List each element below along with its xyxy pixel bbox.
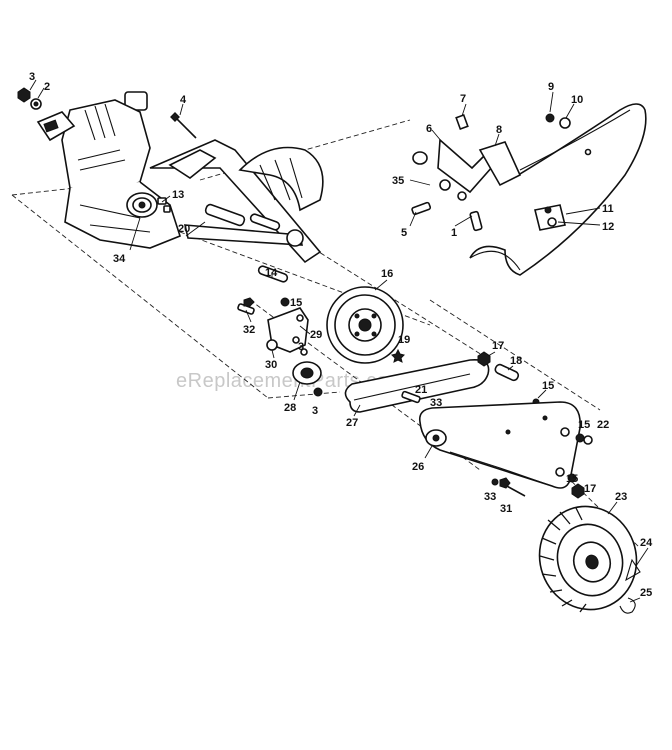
nut-17a: [477, 351, 491, 367]
bolt-1: [469, 210, 483, 232]
leader-lines: [29, 79, 649, 603]
handle-assembly: [469, 103, 647, 276]
callouts: 3 2 4 13 34 20 14 15 32 29 3 30 28 3 16 …: [29, 71, 653, 599]
callout-26: 26: [412, 461, 424, 473]
callout-24: 24: [640, 537, 653, 549]
callout-32: 32: [243, 324, 255, 336]
callout-15c: 15: [578, 419, 590, 431]
pin-5: [411, 201, 432, 216]
bolt-31: [499, 477, 526, 497]
nut-15a: [280, 297, 290, 307]
callout-13: 13: [172, 189, 184, 201]
nut-15c: [575, 433, 585, 443]
callout-12: 12: [602, 221, 614, 233]
screw-21: [401, 390, 421, 404]
bracket-6-8: [412, 113, 522, 201]
callout-11: 11: [602, 203, 614, 215]
nut-33b: [491, 478, 499, 486]
idler-pulley-28: [292, 361, 322, 385]
nut-19: [391, 348, 405, 363]
callout-5: 5: [401, 227, 407, 239]
callout-15: 15: [290, 297, 302, 309]
callout-35: 35: [392, 175, 404, 187]
callout-31: 31: [500, 503, 512, 515]
callout-16: 16: [381, 268, 393, 280]
callout-6: 6: [426, 123, 432, 135]
nut-17b: [571, 483, 585, 499]
callout-28: 28: [284, 402, 296, 414]
callout-21: 21: [415, 384, 427, 396]
callout-15b: 15: [542, 380, 554, 392]
shaft-18: [494, 363, 520, 382]
washer-3b: [300, 348, 308, 356]
callout-25: 25: [640, 587, 652, 599]
idler-bracket: [266, 307, 309, 353]
bracket-plate-26: [418, 401, 581, 489]
nut-and-washer-top-left: [17, 87, 42, 110]
callout-14: 14: [265, 267, 278, 279]
bolt-4: [170, 112, 197, 139]
callout-10: 10: [571, 94, 583, 106]
callout-33b: 33: [484, 491, 496, 503]
engine-assembly: [36, 91, 324, 264]
callout-15d: 15: [566, 473, 578, 485]
callout-20: 20: [178, 223, 190, 235]
callout-30: 30: [265, 359, 277, 371]
nut-3c: [313, 387, 323, 397]
callout-3c: 3: [312, 405, 318, 417]
callout-3b: 3: [298, 341, 304, 353]
callout-3: 3: [29, 71, 35, 83]
nut-15d: [567, 473, 577, 483]
callout-33: 33: [430, 397, 442, 409]
callout-29: 29: [310, 329, 322, 341]
callout-34: 34: [113, 253, 126, 265]
belt-27: [344, 358, 490, 413]
callout-8: 8: [496, 124, 502, 136]
callout-22: 22: [597, 419, 609, 431]
callout-23: 23: [615, 491, 627, 503]
callout-1: 1: [451, 227, 457, 239]
clip-25: [619, 597, 636, 614]
callout-2: 2: [44, 81, 50, 93]
callout-17: 17: [492, 340, 504, 352]
wheel-23: [538, 505, 638, 613]
callout-17b: 17: [584, 483, 596, 495]
callout-4: 4: [180, 94, 187, 106]
callout-18: 18: [510, 355, 522, 367]
callout-27: 27: [346, 417, 358, 429]
bolt-32: [237, 297, 255, 315]
washer-22: [583, 435, 593, 445]
callout-7: 7: [460, 93, 466, 105]
callout-9: 9: [548, 81, 554, 93]
callout-19: 19: [398, 334, 410, 346]
pulley-16: [326, 286, 404, 364]
